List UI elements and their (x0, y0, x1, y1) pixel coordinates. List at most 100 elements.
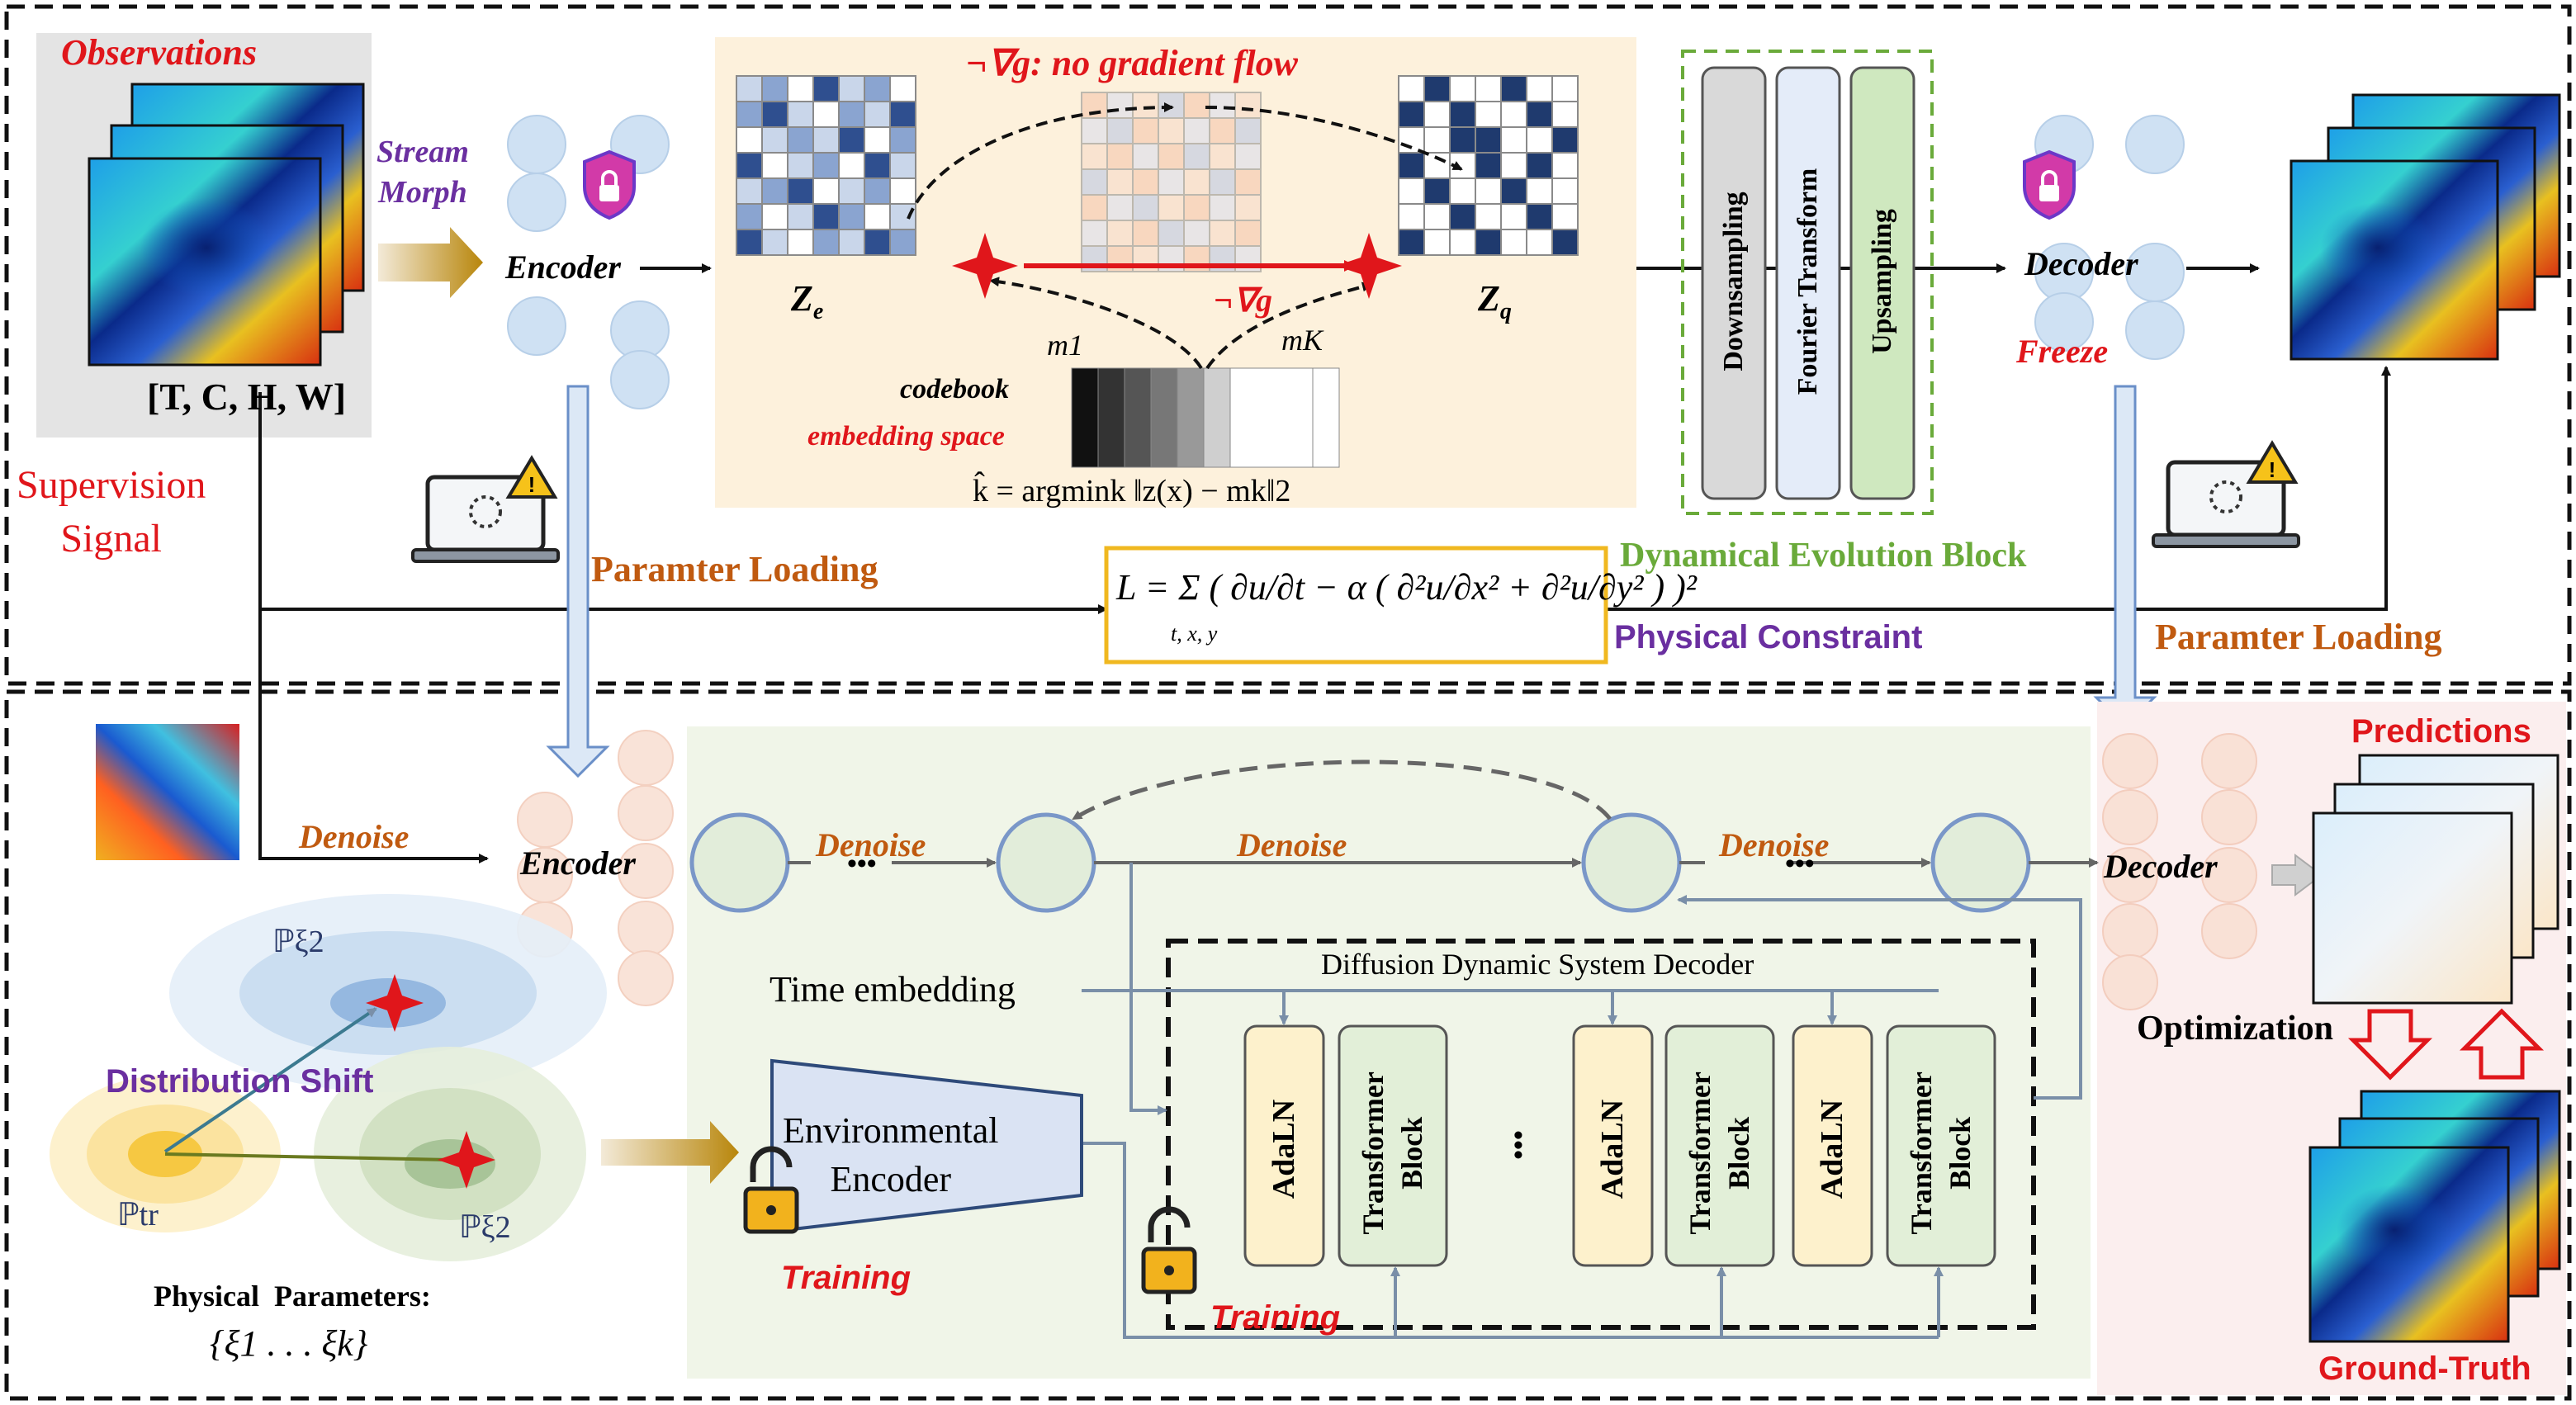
grid-cell (889, 126, 916, 154)
grid-cell (761, 75, 788, 102)
grid-cell (1526, 126, 1553, 154)
dynamical-block-label: Dynamical Evolution Block (1620, 537, 2027, 575)
p-xi2-top-label: ℙξ2 (272, 925, 324, 959)
embedding-space-label: embedding space (807, 421, 1005, 452)
grid-cell (1398, 229, 1425, 256)
grid-cell (864, 101, 891, 128)
grid-cell (1234, 117, 1262, 144)
param-loading-left-label: Paramter Loading (591, 549, 878, 589)
grid-cell (838, 229, 865, 256)
grid-cell (1209, 92, 1236, 119)
grid-cell (889, 101, 916, 128)
grid-cell (1423, 75, 1451, 102)
p-xi2-bottom-label: ℙξ2 (459, 1210, 511, 1245)
optimization-down-arrow (2347, 1009, 2433, 1081)
codebook-strip (1071, 367, 1340, 468)
dynamical-evolution-block (1681, 50, 1934, 515)
grid-cell (864, 126, 891, 154)
grid-cell (736, 126, 763, 154)
grid-cell (1234, 92, 1262, 119)
distribution-shift-label: Distribution Shift (106, 1063, 374, 1100)
grid-cell (1132, 220, 1159, 247)
m1-label: m1 (1047, 329, 1083, 362)
svg-text:!: ! (2269, 457, 2276, 482)
star-icon (366, 974, 424, 1032)
ze-label: Ze (791, 278, 824, 324)
downsampling-label: Downsampling (1718, 192, 1749, 371)
stream-morph-label: Stream Morph (376, 135, 469, 211)
grid-cell (1526, 203, 1553, 230)
grid-cell (889, 75, 916, 102)
grid-cell (1500, 203, 1527, 230)
grid-cell (1183, 194, 1210, 221)
denoise-2-label: Denoise (1237, 826, 1347, 863)
ze-grid (736, 75, 916, 256)
transformer-label-2: Transformer Block (1683, 1071, 1755, 1235)
encoder-label-bottom: Encoder (520, 844, 636, 882)
grid-cell (1132, 168, 1159, 196)
grid-cell (787, 229, 814, 256)
grid-cell (1398, 75, 1425, 102)
param-loading-right-label: Paramter Loading (2155, 617, 2442, 657)
training-label-2: Training (1210, 1299, 1341, 1336)
grid-cell (812, 152, 840, 179)
laptop-warning-icon: ! (2152, 440, 2300, 548)
grid-cell (1475, 177, 1502, 205)
supervision-signal-label: Supervision Signal (17, 463, 206, 561)
grid-cell (1081, 194, 1108, 221)
grid-cell (1551, 126, 1579, 154)
grid-cell (1500, 126, 1527, 154)
physical-params-label: Physical Parameters: (154, 1280, 431, 1313)
star-icon (1336, 233, 1402, 299)
grid-cell (889, 152, 916, 179)
grid-cell (864, 177, 891, 205)
grid-cell (1183, 117, 1210, 144)
grid-cell (1158, 168, 1185, 196)
transformer-label-1: Transformer Block (1357, 1071, 1428, 1235)
grid-cell (1423, 101, 1451, 128)
grid-cell (889, 229, 916, 256)
grid-cell (1209, 220, 1236, 247)
grid-cell (1234, 194, 1262, 221)
grid-cell (1449, 101, 1476, 128)
output-stack-top (2290, 93, 2561, 361)
grid-cell (1398, 101, 1425, 128)
star-icon (952, 233, 1018, 299)
grid-cell (736, 177, 763, 205)
grid-cell (1551, 229, 1579, 256)
grid-cell (761, 229, 788, 256)
grid-cell (838, 152, 865, 179)
grid-cell (1132, 194, 1159, 221)
denoise-left-label: Denoise (299, 818, 410, 855)
grid-cell (736, 75, 763, 102)
grid-cell (1526, 152, 1553, 179)
p-tr-label: ℙtr (117, 1198, 159, 1232)
optimization-label: Optimization (2137, 1010, 2333, 1048)
grid-cell (1475, 75, 1502, 102)
grid-cell (889, 177, 916, 205)
upsampling-box (1849, 66, 1915, 500)
grid-cell (1158, 220, 1185, 247)
env-input-arrow (601, 1121, 739, 1184)
top-section-border (4, 4, 2572, 686)
grid-cell (812, 101, 840, 128)
grid-cell (1551, 75, 1579, 102)
chain-dots-1: ••• (847, 849, 877, 879)
grid-cell (1106, 117, 1134, 144)
grid-cell (1551, 177, 1579, 205)
ground-truth-stack (2308, 1090, 2561, 1343)
grid-cell (1158, 117, 1185, 144)
grid-cell (1500, 101, 1527, 128)
environmental-encoder (770, 1058, 1083, 1234)
loss-sum-subscript: t, x, y (1171, 622, 1218, 646)
fourier-label: Fourier Transform (1792, 168, 1823, 395)
grid-cell (1106, 168, 1134, 196)
star-icon (438, 1131, 495, 1189)
optimization-up-arrow (2459, 1008, 2545, 1080)
ddsd-box (1166, 939, 2036, 1330)
grid-cell (1132, 143, 1159, 170)
grid-cell (1551, 101, 1579, 128)
grid-cell (864, 152, 891, 179)
